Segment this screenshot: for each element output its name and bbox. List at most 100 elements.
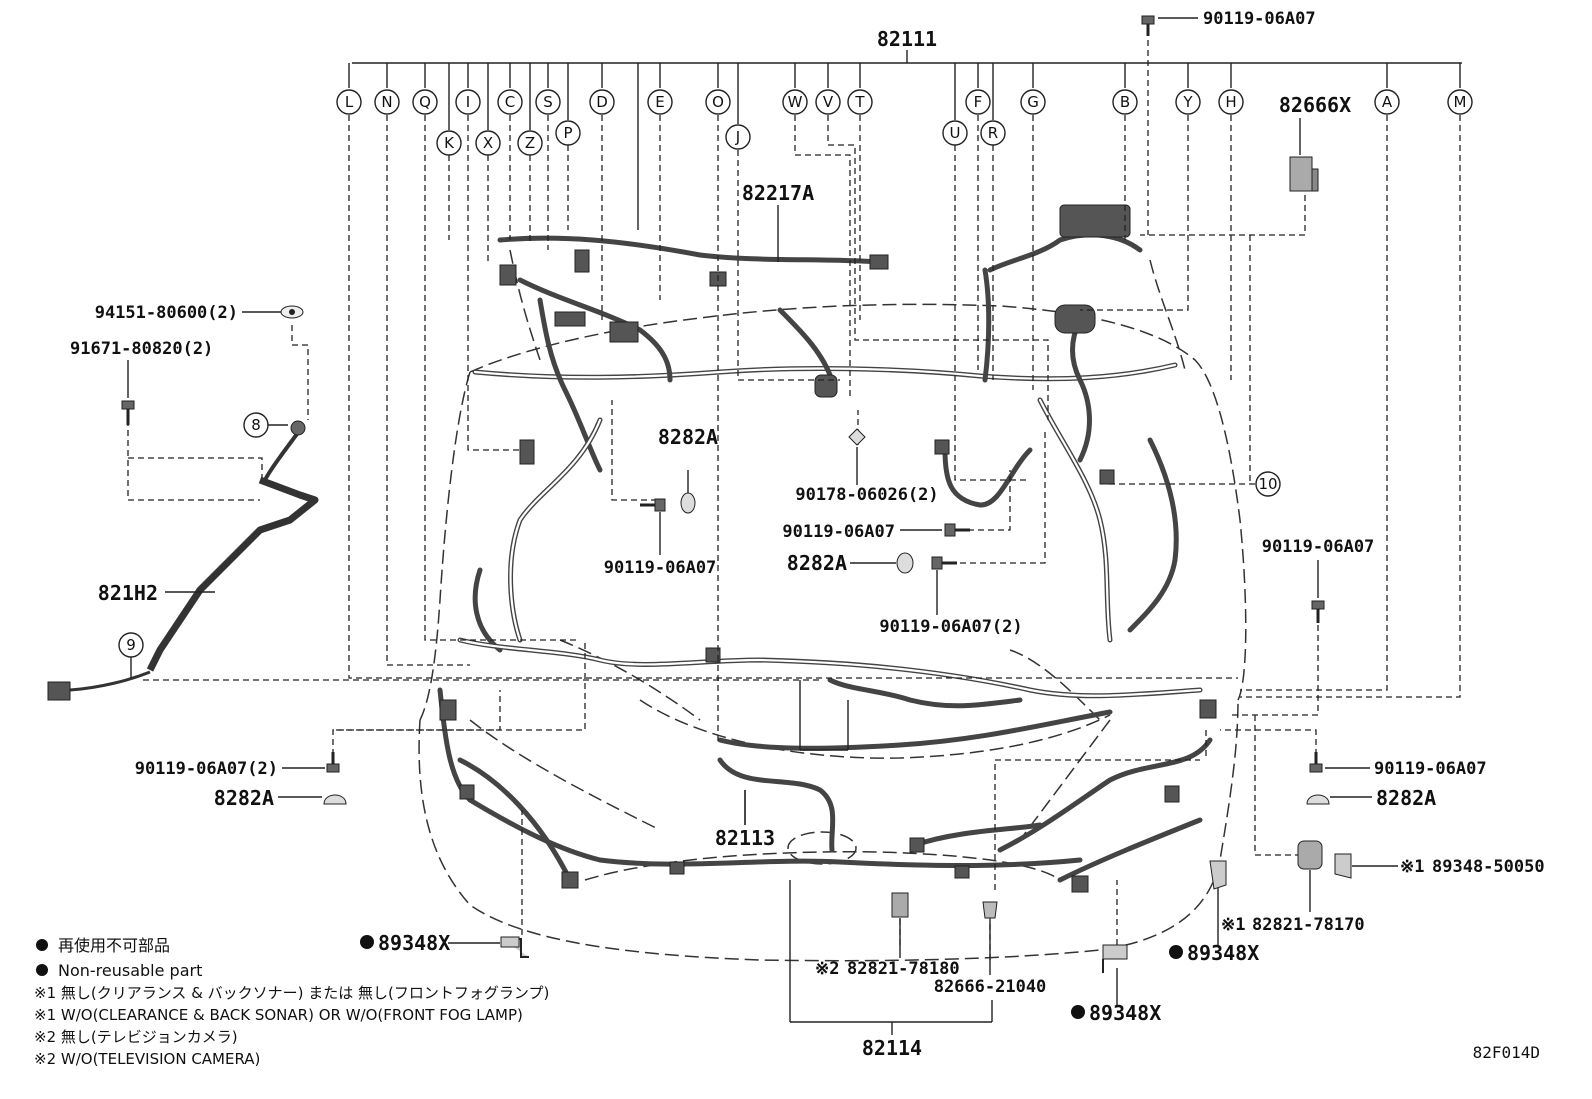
callout-A: A <box>1374 89 1400 115</box>
legend-note2-jp: ※2 無し(テレビジョンカメラ) <box>34 1028 238 1046</box>
label-821H2: 821H2 <box>98 581 158 605</box>
svg-text:V: V <box>823 93 834 111</box>
callout-F: F <box>965 89 991 115</box>
label-89348X-right-lower: 89348X <box>1071 1001 1161 1025</box>
callout-I: I <box>455 89 481 115</box>
label-bolt-left-lower: 90119-06A07(2) <box>135 759 278 779</box>
label-82666X: 82666X <box>1279 93 1351 117</box>
label-bolt-center: 90119-06A07 <box>604 558 717 578</box>
part-labels: 82111 82666X 82217A 821H2 82113 82114 90… <box>70 9 1545 1062</box>
svg-text:W: W <box>788 93 803 111</box>
svg-text:U: U <box>950 124 961 142</box>
part-821H2-wire-assembly <box>47 420 319 701</box>
callout-X: X <box>475 130 501 156</box>
svg-text:O: O <box>712 93 724 111</box>
svg-text:C: C <box>505 93 515 111</box>
svg-text:※1: ※1 <box>1400 857 1424 877</box>
label-bolt-center2: 90119-06A07 <box>782 522 895 542</box>
svg-text:再使用不可部品: 再使用不可部品 <box>58 936 170 955</box>
svg-text:M: M <box>1454 93 1467 111</box>
leader-lines <box>127 40 1461 960</box>
callout-circles-top: L N Q I C S D E O W V T F G B Y H A M <box>336 89 1473 115</box>
fastener-glyphs <box>121 15 1398 1005</box>
callout-U: U <box>942 120 968 146</box>
label-82666-21040: 82666-21040 <box>934 977 1047 997</box>
label-90178: 90178-06026(2) <box>795 485 938 505</box>
callout-10: 10 <box>1255 471 1281 497</box>
label-8282A-center2: 8282A <box>787 551 847 575</box>
svg-text:B: B <box>1120 93 1130 111</box>
callout-K: K <box>436 130 462 156</box>
svg-text:89348X: 89348X <box>1089 1001 1161 1025</box>
label-82217A: 82217A <box>742 181 814 205</box>
svg-text:N: N <box>381 93 392 111</box>
svg-text:8: 8 <box>251 416 261 434</box>
svg-text:※1: ※1 <box>1221 915 1245 935</box>
svg-text:R: R <box>988 124 998 142</box>
label-82114: 82114 <box>862 1036 922 1060</box>
svg-text:82821-78180: 82821-78180 <box>847 959 960 979</box>
svg-text:X: X <box>483 134 493 152</box>
engine-room-harness <box>472 204 1179 653</box>
callout-Q: Q <box>412 89 438 115</box>
svg-text:82821-78170: 82821-78170 <box>1252 915 1365 935</box>
callout-L: L <box>336 89 362 115</box>
callout-8: 8 <box>243 412 269 438</box>
callout-9: 9 <box>118 632 144 658</box>
callout-circles-mid: K X Z P J U R <box>436 120 1006 156</box>
legend-bullet-jp: 再使用不可部品 <box>36 936 170 955</box>
callout-S: S <box>535 89 561 115</box>
callout-W: W <box>782 89 808 115</box>
diagram-code: 82F014D <box>1473 1043 1540 1062</box>
callout-T: T <box>847 89 873 115</box>
svg-text:10: 10 <box>1258 475 1277 493</box>
svg-text:T: T <box>854 93 865 111</box>
label-89348X-left: 89348X <box>360 931 450 955</box>
label-82113: 82113 <box>715 826 775 850</box>
label-8282A-left-lower: 8282A <box>214 786 274 810</box>
callout-J: J <box>725 124 751 150</box>
svg-text:D: D <box>596 93 608 111</box>
numbered-callouts: 8 9 10 <box>118 412 1281 678</box>
svg-text:Y: Y <box>1182 93 1193 111</box>
label-bolt-top: 90119-06A07 <box>1203 9 1316 29</box>
callout-V: V <box>815 89 841 115</box>
svg-text:89348-50050: 89348-50050 <box>1432 857 1545 877</box>
svg-text:P: P <box>563 124 572 142</box>
callout-Z: Z <box>517 130 543 156</box>
svg-text:K: K <box>444 134 455 152</box>
callout-Y: Y <box>1175 89 1201 115</box>
label-bolt-center3: 90119-06A07(2) <box>879 617 1022 637</box>
callout-D: D <box>589 89 615 115</box>
label-8282A-right-lower: 8282A <box>1376 786 1436 810</box>
legend-bullet-en: Non-reusable part <box>36 961 202 980</box>
label-bolt-right-lower: 90119-06A07 <box>1374 759 1487 779</box>
label-91671: 91671-80820(2) <box>70 339 213 359</box>
callout-O: O <box>705 89 731 115</box>
svg-text:F: F <box>974 93 983 111</box>
label-89348X-right-upper: 89348X <box>1169 941 1259 965</box>
svg-text:J: J <box>735 128 740 146</box>
callout-N: N <box>374 89 400 115</box>
svg-text:A: A <box>1382 93 1393 111</box>
label-89348-50050: ※1 89348-50050 <box>1400 857 1545 877</box>
svg-text:H: H <box>1225 93 1236 111</box>
svg-text:L: L <box>345 93 354 111</box>
label-82821-78180: ※2 82821-78180 <box>815 959 960 979</box>
label-82111: 82111 <box>877 27 937 51</box>
callout-P: P <box>555 120 581 146</box>
callout-B: B <box>1112 89 1138 115</box>
svg-text:I: I <box>466 93 470 111</box>
bracket-lines <box>744 680 993 1035</box>
callout-R: R <box>980 120 1006 146</box>
callout-H: H <box>1218 89 1244 115</box>
bumper-harness <box>437 637 1217 893</box>
legend: 再使用不可部品 Non-reusable part ※1 無し(クリアランス &… <box>34 936 549 1068</box>
svg-text:89348X: 89348X <box>1187 941 1259 965</box>
svg-text:9: 9 <box>126 636 136 654</box>
callout-M: M <box>1447 89 1473 115</box>
callout-E: E <box>647 89 673 115</box>
legend-note1-en: ※1 W/O(CLEARANCE & BACK SONAR) OR W/O(FR… <box>34 1006 523 1024</box>
